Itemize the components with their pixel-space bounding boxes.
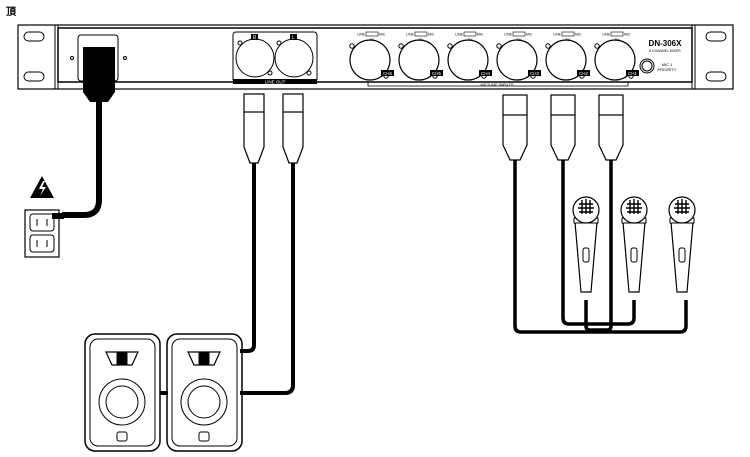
switch-ph-label: PH xyxy=(419,38,424,42)
switch-line-label: LINE xyxy=(357,33,365,37)
line-out-label: LINE OUT xyxy=(265,80,286,85)
line-mic-switch[interactable] xyxy=(512,31,526,37)
switch-mic-label: MIC xyxy=(624,33,631,37)
power-cable xyxy=(62,47,115,218)
speaker-right xyxy=(166,333,243,452)
switch-ph-label: PH xyxy=(370,38,375,42)
speakers xyxy=(84,333,243,452)
speaker-left xyxy=(84,333,161,452)
channel-label: CH4 xyxy=(481,71,490,76)
line-mic-switch[interactable] xyxy=(414,31,428,37)
switch-mic-label: MIC xyxy=(477,33,484,37)
channel-label: CH2 xyxy=(579,71,588,76)
microphone xyxy=(620,196,648,293)
priority-label: MIC 1 xyxy=(662,62,673,67)
mixer-rack-unit xyxy=(17,24,734,90)
inputs-label: MIC/LINE INPUTS xyxy=(480,82,513,87)
switch-mic-label: MIC xyxy=(575,33,582,37)
priority-label: PRIORITY xyxy=(658,67,677,72)
switch-ph-label: PH xyxy=(468,38,473,42)
model-name: DN-306X xyxy=(649,39,683,48)
switch-ph-label: PH xyxy=(566,38,571,42)
switch-line-label: LINE xyxy=(553,33,561,37)
channel-label: CH5 xyxy=(432,71,441,76)
xlr-input-ch4: CH4 LINE MIC PH xyxy=(447,31,492,81)
line-mic-switch[interactable] xyxy=(610,31,624,37)
switch-line-label: LINE xyxy=(602,33,610,37)
line-out-r-label: R xyxy=(253,35,257,41)
line-mic-switch[interactable] xyxy=(463,31,477,37)
rack-ear-hole xyxy=(23,71,45,82)
wall-outlet xyxy=(24,209,60,258)
line-mic-switch[interactable] xyxy=(365,31,379,37)
switch-line-label: LINE xyxy=(455,33,463,37)
switch-ph-label: PH xyxy=(517,38,522,42)
line-out-cables xyxy=(160,93,304,395)
switch-line-label: LINE xyxy=(504,33,512,37)
rack-ear-hole xyxy=(705,71,727,82)
model-subtitle: 6 CHANNEL MIXER xyxy=(649,49,681,53)
high-voltage-warning-icon xyxy=(30,176,54,198)
xlr-input-ch6: CH6 LINE MIC PH xyxy=(349,31,394,81)
line-mic-switch[interactable] xyxy=(561,31,575,37)
microphone xyxy=(572,196,600,293)
switch-line-label: LINE xyxy=(406,33,414,37)
corner-mark: 頂 xyxy=(6,6,17,18)
rack-ear-hole xyxy=(705,31,727,42)
channel-label: CH6 xyxy=(383,71,392,76)
mic-cables xyxy=(502,94,688,334)
channel-label: CH1 xyxy=(628,71,637,76)
priority-knob xyxy=(639,58,655,74)
xlr-input-ch5: CH5 LINE MIC PH xyxy=(398,31,443,81)
switch-ph-label: PH xyxy=(615,38,620,42)
xlr-input-ch1: CH1 LINE MIC PH xyxy=(594,31,639,81)
switch-mic-label: MIC xyxy=(428,33,435,37)
rack-ear-hole xyxy=(23,31,45,42)
line-out-l-label: L xyxy=(292,35,295,41)
xlr-input-ch2: CH2 LINE MIC PH xyxy=(545,31,590,81)
switch-mic-label: MIC xyxy=(379,33,386,37)
switch-mic-label: MIC xyxy=(526,33,533,37)
xlr-input-ch3: CH3 LINE MIC PH xyxy=(496,31,541,81)
microphone xyxy=(668,196,696,293)
channel-label: CH3 xyxy=(530,71,539,76)
